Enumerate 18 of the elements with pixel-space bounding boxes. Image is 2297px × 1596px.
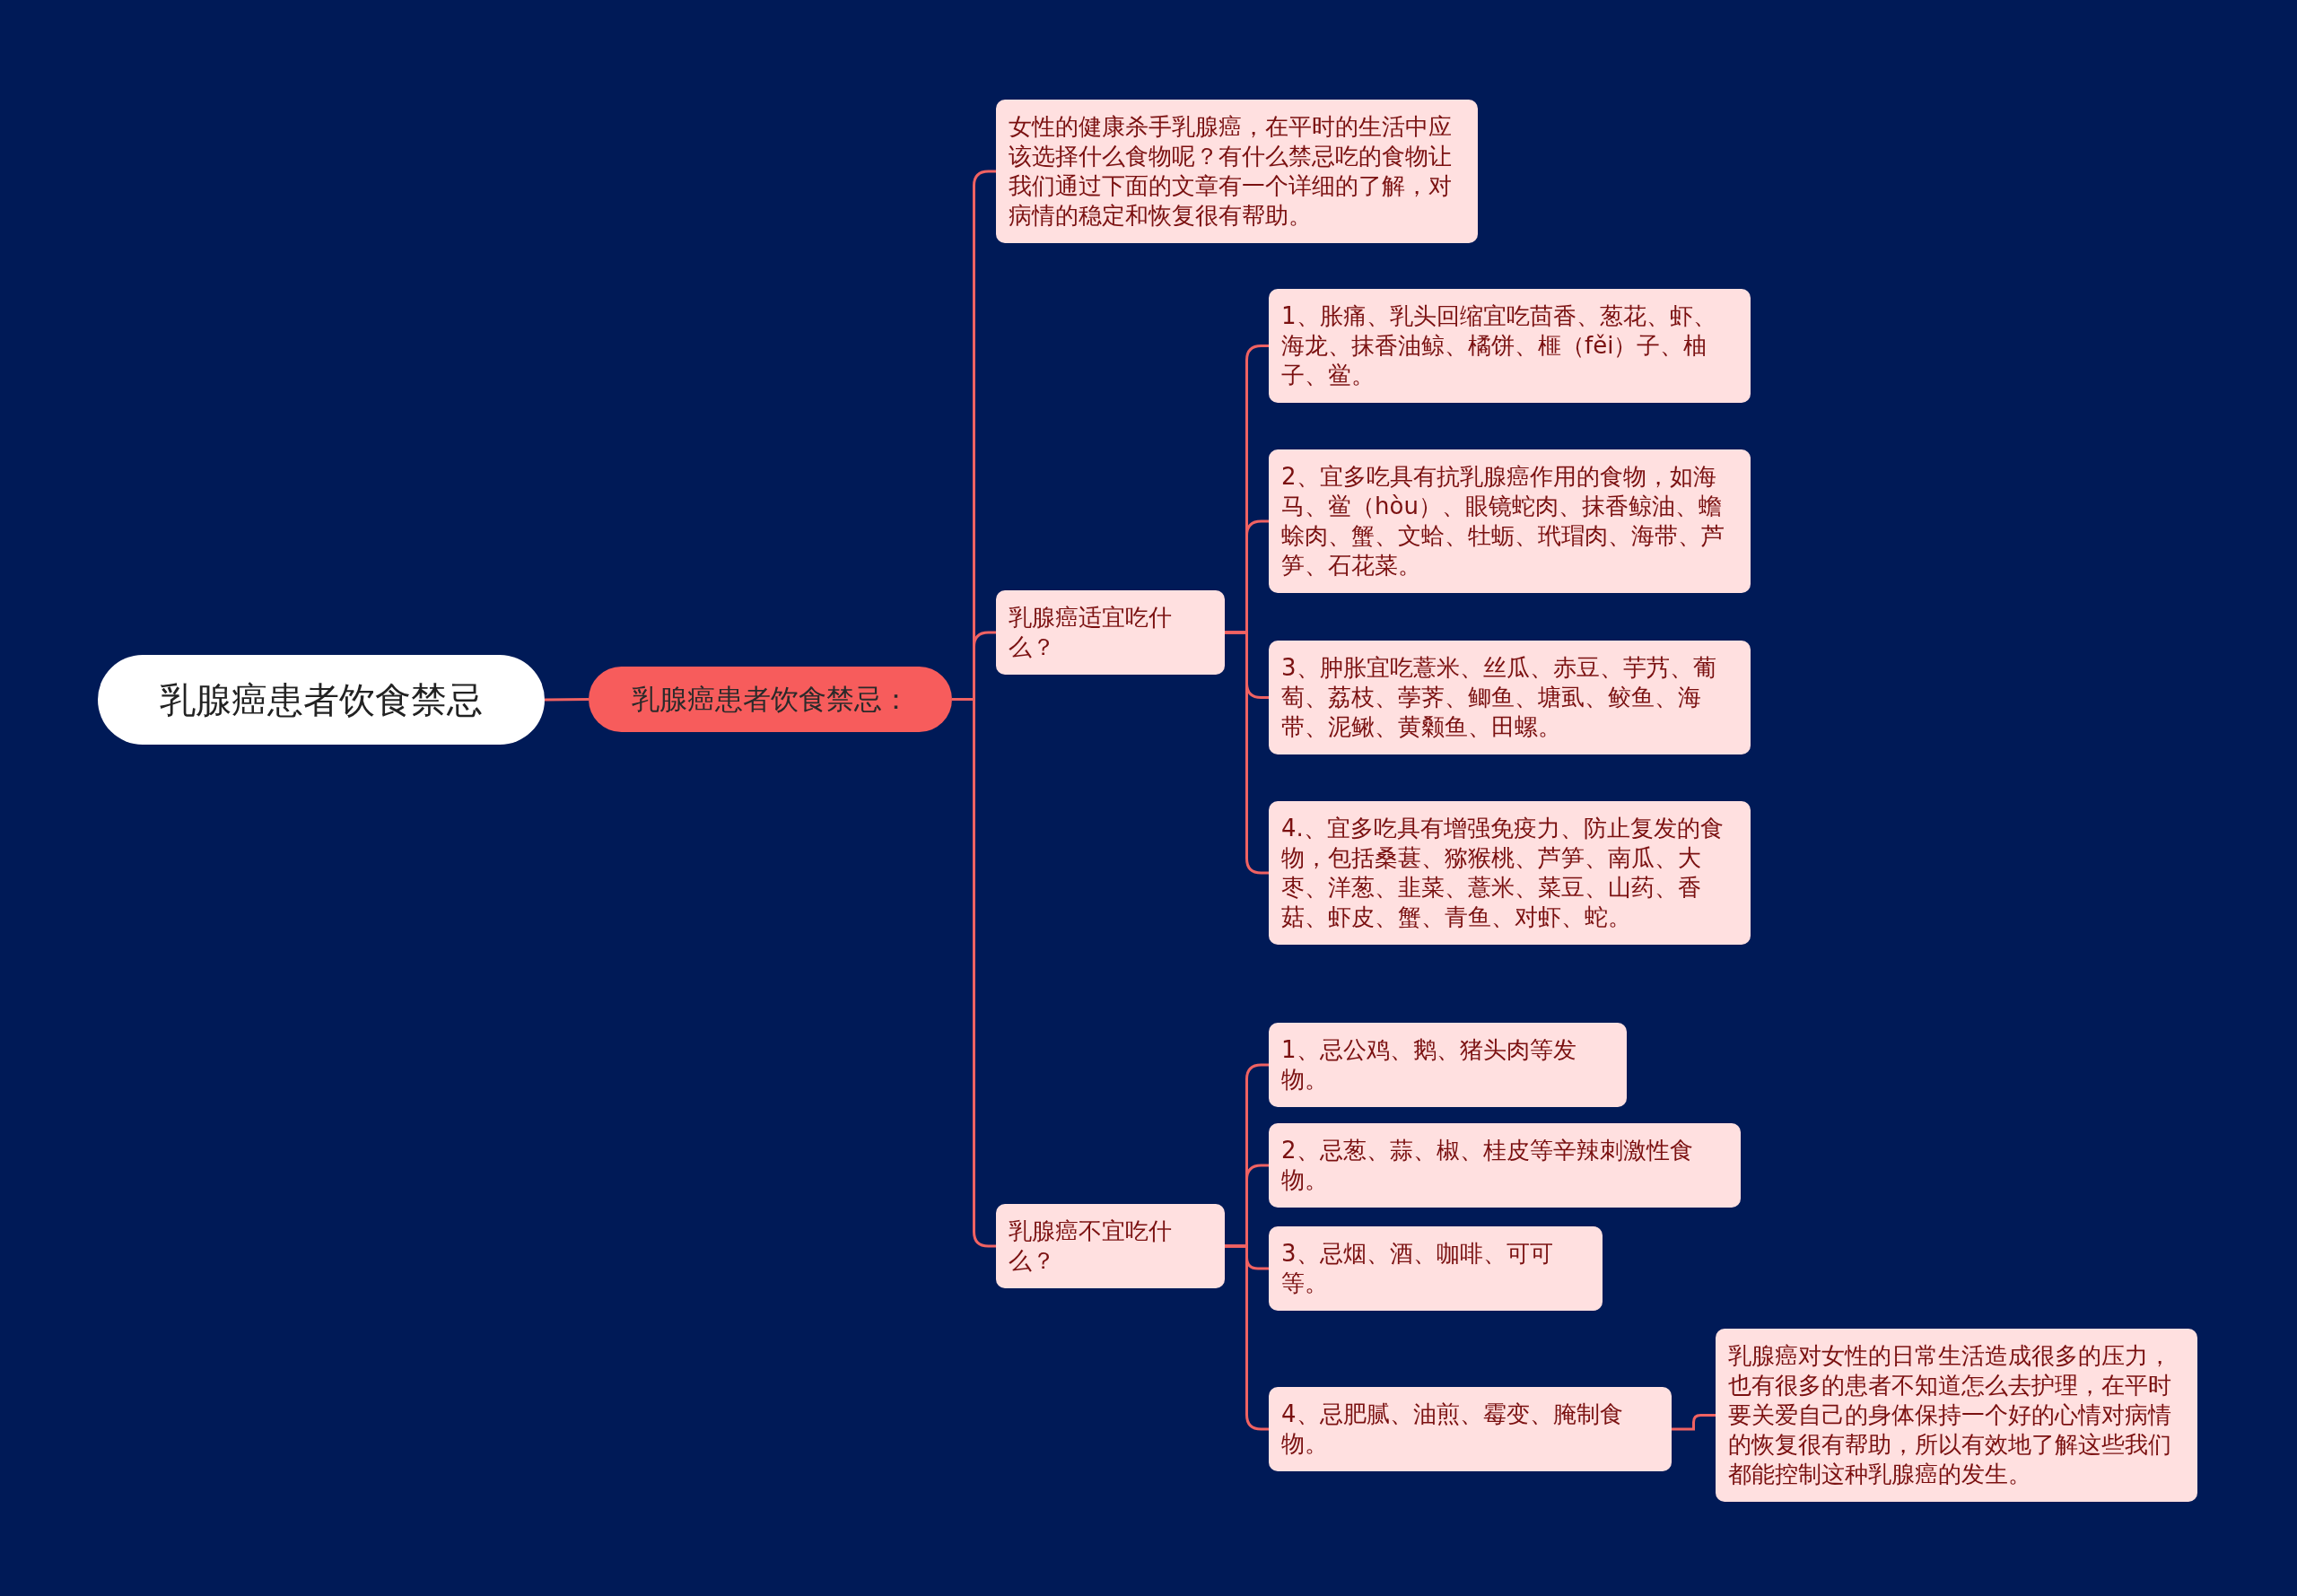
- connector-line: [545, 698, 589, 702]
- connector-line: [1672, 1414, 1716, 1431]
- text-box: 3、肿胀宜吃薏米、丝瓜、赤豆、芋艿、葡萄、荔枝、荸荠、鲫鱼、塘虱、鲛鱼、海带、泥鳅、黄颡鱼、田螺。: [1269, 641, 1751, 754]
- text-box: 2、忌葱、蒜、椒、桂皮等辛辣刺激性食物。: [1269, 1123, 1741, 1208]
- branch-pill: 乳腺癌患者饮食禁忌：: [589, 667, 952, 732]
- topic-pill: 乳腺癌患者饮食禁忌: [98, 655, 545, 745]
- connector-line: [1225, 1244, 1269, 1431]
- text-box: 2、宜多吃具有抗乳腺癌作用的食物，如海马、鲎（hòu）、眼镜蛇肉、抹香鲸油、蟾蜍肉、蟹、文蛤、牡蛎、玳瑁肉、海带、芦笋、石花菜。: [1269, 449, 1751, 593]
- text-box: 4.、宜多吃具有增强免疫力、防止复发的食物，包括桑葚、猕猴桃、芦笋、南瓜、大枣、洋葱、韭菜、薏米、菜豆、山药、香菇、虾皮、蟹、青鱼、对虾、蛇。: [1269, 801, 1751, 945]
- connector-line: [1225, 631, 1269, 875]
- topic-box: 乳腺癌不宜吃什么？: [996, 1204, 1225, 1288]
- text-box: 4、忌肥腻、油煎、霉变、腌制食物。: [1269, 1387, 1672, 1471]
- text-box: 乳腺癌对女性的日常生活造成很多的压力，也有很多的患者不知道怎么去护理，在平时要关爱自己的身体保持一个好的心情对病情的恢复很有帮助，所以有效地了解这些我们都能控制这种乳腺癌的发生。: [1716, 1329, 2197, 1502]
- text-box: 女性的健康杀手乳腺癌，在平时的生活中应该选择什么食物呢？有什么禁忌吃的食物让我们通过下面的文章有一个详细的了解，对病情的稳定和恢复很有帮助。: [996, 100, 1478, 243]
- topic-box: 乳腺癌适宜吃什么？: [996, 590, 1225, 675]
- text-box: 1、忌公鸡、鹅、猪头肉等发物。: [1269, 1023, 1627, 1107]
- text-box: 3、忌烟、酒、咖啡、可可等。: [1269, 1226, 1603, 1311]
- text-box: 1、胀痛、乳头回缩宜吃茴香、葱花、虾、海龙、抹香油鲸、橘饼、榧（fěi）子、柚子、鲎。: [1269, 289, 1751, 403]
